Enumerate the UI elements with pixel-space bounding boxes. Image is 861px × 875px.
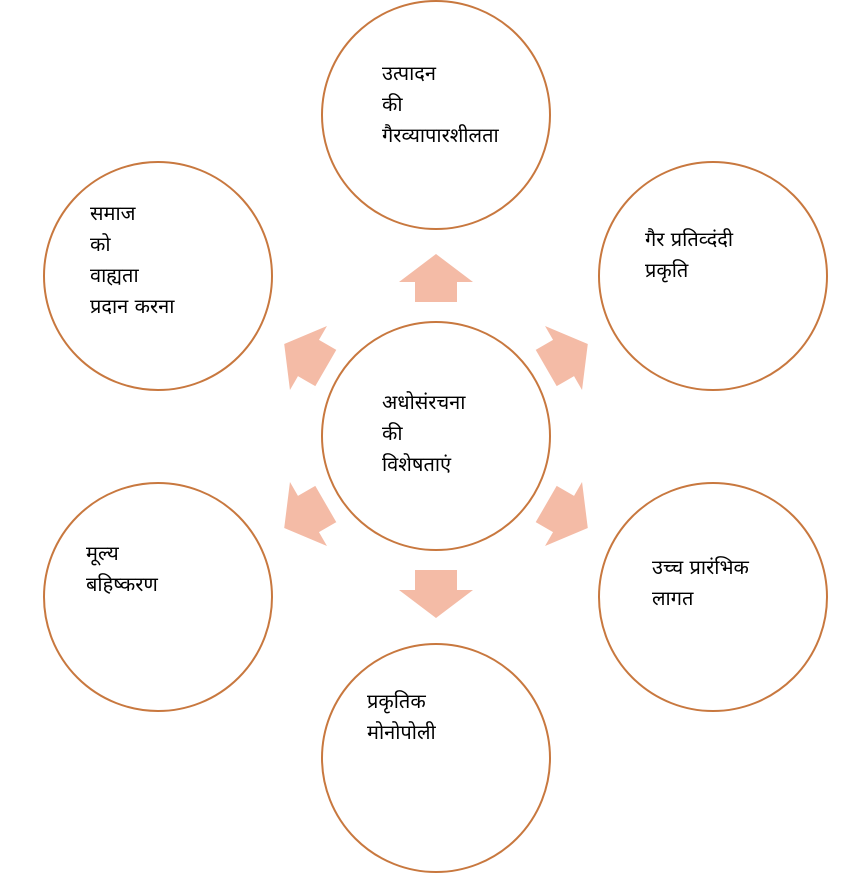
- node-label-line: वाह्यता: [90, 263, 139, 287]
- arrow-to-bottom: [399, 570, 473, 618]
- arrow-to-bottom-right: [535, 471, 588, 547]
- arrow-to-top-left: [284, 325, 337, 401]
- node-label-line: प्रकृति: [645, 258, 689, 282]
- node-label-line: बहिष्करण: [86, 572, 158, 596]
- node-label-line: उच्च प्रारंभिक: [652, 555, 749, 579]
- node-label-top: उत्पादन की गैरव्यापारशीलता: [382, 58, 499, 151]
- node-label-line: की: [382, 92, 403, 116]
- arrow-to-top: [399, 254, 473, 302]
- node-label-bottom-left: मूल्य बहिष्करण: [86, 538, 158, 600]
- center-label-line: की: [382, 421, 403, 445]
- node-label-top-right: गैर प्रतिव्दंदी प्रकृति: [645, 224, 733, 286]
- center-circle: [321, 321, 551, 551]
- node-label-bottom-right: उच्च प्रारंभिक लागत: [652, 552, 749, 614]
- node-label-line: गैर प्रतिव्दंदी: [645, 227, 734, 251]
- node-circle-bottom-right: [598, 482, 828, 712]
- center-label: अधोसंरचना की विशेषताएं: [382, 387, 465, 480]
- arrow-to-top-right: [527, 325, 588, 391]
- arrow-to-bottom-left: [284, 481, 345, 547]
- node-label-line: प्रकृतिक: [367, 689, 426, 713]
- node-label-bottom: प्रकृतिक मोनोपोली: [367, 686, 436, 748]
- node-label-top-left: समाज को वाह्यता प्रदान करना: [90, 198, 174, 322]
- node-label-line: लागत: [652, 586, 694, 610]
- center-label-line: अधोसंरचना: [382, 390, 466, 414]
- node-circle-bottom: [321, 643, 551, 873]
- node-circle-top-right: [598, 161, 828, 391]
- node-circle-top: [321, 0, 551, 230]
- node-label-line: उत्पादन: [382, 61, 437, 85]
- node-label-line: प्रदान करना: [90, 294, 175, 318]
- node-label-line: गैरव्यापारशीलता: [382, 123, 499, 147]
- node-label-line: मूल्य: [86, 541, 119, 565]
- node-label-line: को: [90, 232, 111, 256]
- node-circle-top-left: [43, 161, 273, 391]
- node-circle-bottom-left: [43, 482, 273, 712]
- center-label-line: विशेषताएं: [382, 452, 452, 476]
- node-label-line: समाज: [90, 201, 136, 225]
- node-label-line: मोनोपोली: [367, 720, 436, 744]
